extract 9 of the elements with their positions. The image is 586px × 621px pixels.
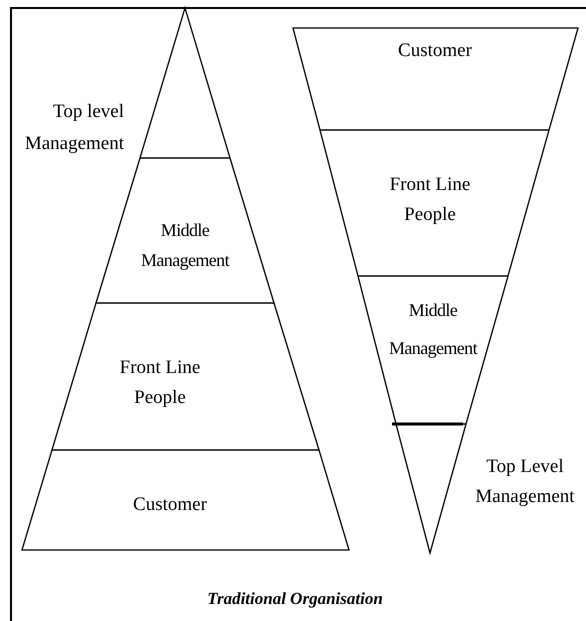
tier-label: Front Line People xyxy=(388,173,472,227)
tier-label: Top Level Management xyxy=(474,455,576,509)
tier-label: Front Line People xyxy=(118,356,202,410)
tier-label: Top level Management xyxy=(24,100,124,156)
tier-label: Middle Management xyxy=(140,219,230,272)
caption: Traditional Organisation xyxy=(206,589,384,609)
tier-label: Middle Management xyxy=(388,299,478,360)
tier-label: Customer xyxy=(397,39,473,63)
tier-label: Customer xyxy=(132,493,208,517)
